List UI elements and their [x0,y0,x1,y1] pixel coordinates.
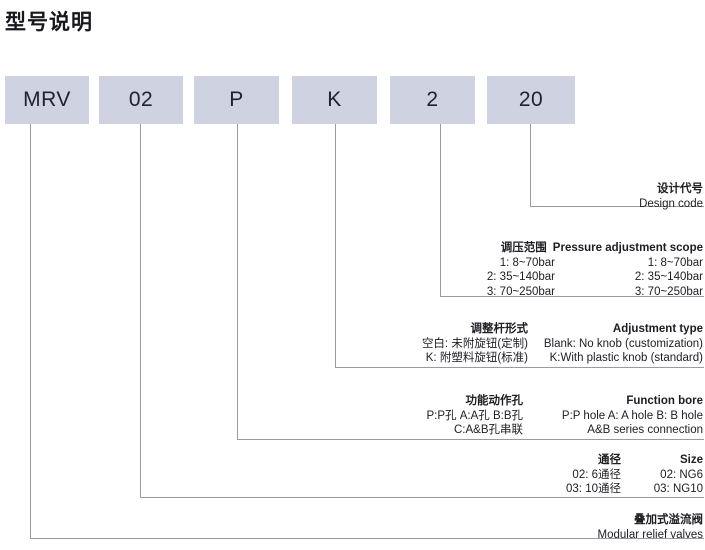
adjustment-option-0-cn: 空白: 未附旋钮(定制) [421,337,528,350]
block-adjustment-type: 调整杆形式 Adjustment type 空白: 未附旋钮(定制) Blank… [338,322,703,366]
pressure-header-en: Pressure adjustment scope [552,242,703,254]
leader-size [140,124,704,498]
product-type-header-cn: 叠加式溢流阀 [634,514,703,526]
pressure-option-0-en: 1: 8~70bar [647,256,703,269]
page-title: 型号说明 [5,11,93,34]
adjustment-header-cn: 调整杆形式 [470,323,529,335]
block-size: 通径 Size 02: 6通径 02: NG6 03: 10通径 03: NG1… [488,453,703,497]
pressure-option-2-cn: 3: 70~250bar [486,285,555,298]
pressure-header-cn: 调压范围 [500,242,547,254]
function-bore-header-en: Function bore [626,395,703,407]
block-design-code: 设计代号 Design code [639,182,703,211]
size-option-1-en: 03: NG10 [653,483,703,495]
design-code-header-cn: 设计代号 [657,183,703,195]
function-bore-option-1-cn: C:A&B孔串联 [453,424,523,436]
function-bore-option-0-cn: P:P孔 A:A孔 B:B孔 [426,409,524,422]
model-code-row: MRV 02 P K 2 20 [0,76,705,124]
code-box-4: 2 [390,76,475,124]
pressure-option-1-cn: 2: 35~140bar [486,271,555,283]
function-bore-option-1-en: A&B series connection [587,424,703,436]
pressure-option-2-en: 3: 70~250bar [634,285,703,298]
function-bore-header-cn: 功能动作孔 [465,395,524,407]
code-box-5: 20 [487,76,575,124]
code-box-0: MRV [5,76,89,124]
size-option-0-cn: 02: 6通径 [572,468,621,481]
code-box-3: K [292,76,377,124]
adjustment-option-1-cn: K: 附塑料旋钮(标准) [425,352,528,364]
size-option-0-en: 02: NG6 [660,468,703,481]
adjustment-option-0-en: Blank: No knob (customization) [543,337,703,350]
block-pressure-adjustment-scope: 调压范围 Pressure adjustment scope 1: 8~70ba… [405,241,703,299]
block-function-bore: 功能动作孔 Function bore P:P孔 A:A孔 B:B孔 P:P h… [293,394,704,438]
code-box-2: P [194,76,279,124]
size-header-cn: 通径 [598,454,621,466]
size-option-1-cn: 03: 10通径 [566,483,621,495]
pressure-option-0-cn: 1: 8~70bar [499,256,555,269]
function-bore-option-0-en: P:P hole A: A hole B: B hole [561,409,703,422]
product-type-header-en: Modular relief valves [597,528,703,541]
code-box-1: 02 [99,76,183,124]
pressure-option-1-en: 2: 35~140bar [634,271,703,283]
design-code-header-en: Design code [639,197,703,210]
adjustment-option-1-en: K:With plastic knob (standard) [549,352,703,364]
block-product-type: 叠加式溢流阀 Modular relief valves [598,513,703,542]
adjustment-header-en: Adjustment type [612,323,703,335]
size-header-en: Size [679,454,703,466]
